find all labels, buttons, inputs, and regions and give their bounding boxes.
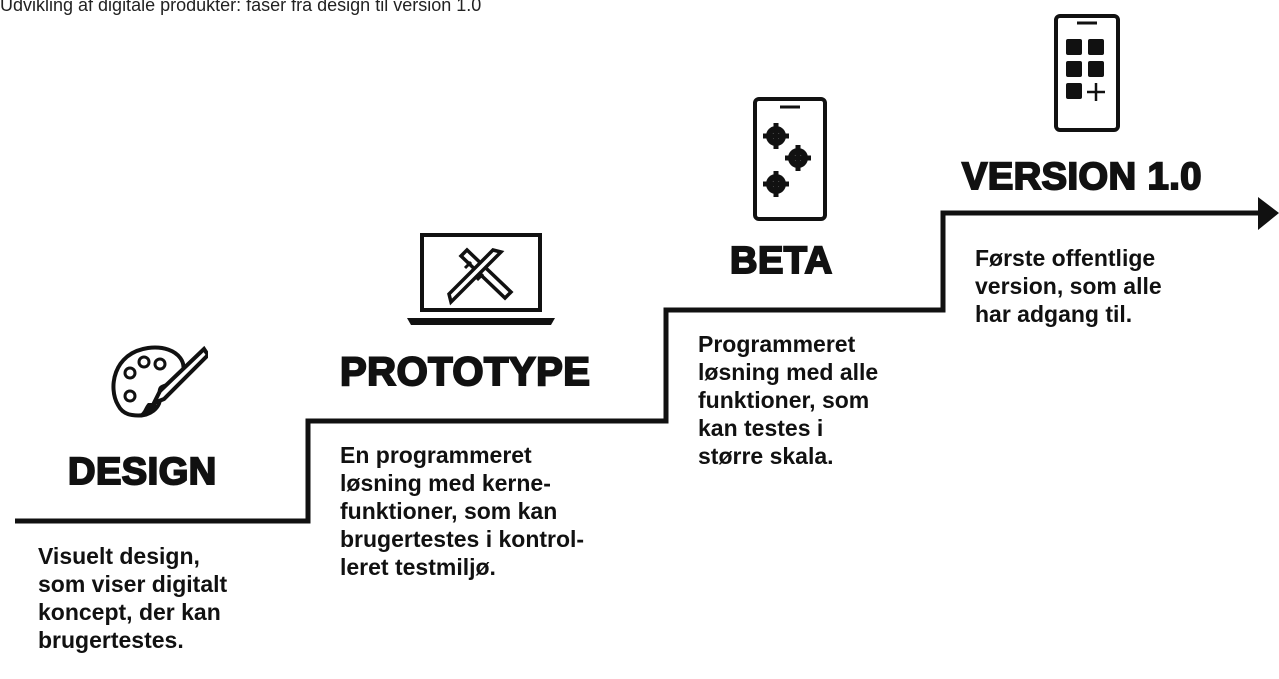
stage-title-prototype: PROTOTYPE: [339, 349, 591, 395]
arrow-head-icon: [1258, 197, 1279, 230]
top-note: Udvikling af digitale produkter: faser f…: [0, 0, 482, 15]
stage-description-beta: Programmeret løsning med alle funktioner…: [698, 331, 879, 469]
stage-title-beta: BETA: [729, 239, 833, 283]
stage-title-version: VERSION 1.0: [961, 155, 1202, 199]
stage-description-design: Visuelt design, som viser digitalt konce…: [38, 543, 228, 653]
phone-apps-icon: [1054, 14, 1120, 132]
laptop-tools-icon: [407, 233, 555, 325]
stage-description-version: Første offentlige version, som alle har …: [975, 245, 1162, 327]
stage-title-design: DESIGN: [67, 450, 217, 494]
stage-description-prototype: En programmeret løsning med kerne- funkt…: [340, 442, 585, 580]
palette-icon: [111, 345, 208, 418]
phone-gears-icon: [753, 97, 827, 221]
